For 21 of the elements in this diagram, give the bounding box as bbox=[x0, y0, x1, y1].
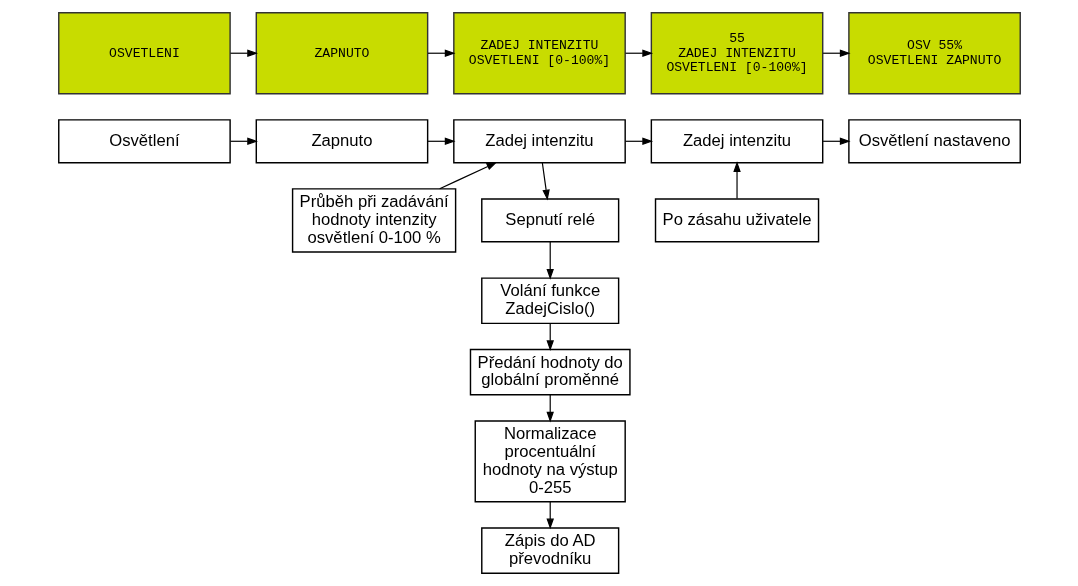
node-box: Průběh při zadávání hodnoty intenzity osvětlení 0-100 % bbox=[291, 188, 456, 253]
arrow bbox=[541, 162, 550, 201]
node-box: Osvětlení nastaveno bbox=[847, 119, 1021, 164]
node-box: Zapnuto bbox=[255, 119, 428, 164]
arrow bbox=[438, 162, 497, 190]
node-box: Zápis do AD převodníku bbox=[480, 527, 619, 574]
node-box: OSV 55% OSVETLENI ZAPNUTO bbox=[847, 12, 1021, 95]
node-box: Zadej intenzitu bbox=[452, 119, 626, 164]
node-box: ZAPNUTO bbox=[255, 12, 428, 95]
arrow bbox=[545, 241, 554, 280]
node-box: OSVETLENI bbox=[57, 12, 231, 95]
node-box: 55 ZADEJ INTENZITU OSVETLENI [0-100%] bbox=[650, 12, 823, 95]
node-box: Zadej intenzitu bbox=[650, 119, 823, 164]
node-box: Osvětlení bbox=[57, 119, 231, 164]
node-box: Po zásahu uživatele bbox=[654, 198, 819, 243]
arrow bbox=[732, 161, 741, 200]
node-box: Předání hodnoty do globální proměnné bbox=[469, 348, 631, 396]
node-box: Normalizace procentuální hodnoty na výstup 0-255 bbox=[474, 420, 626, 503]
node-box: Sepnutí relé bbox=[480, 198, 619, 243]
node-box: Volání funkce ZadejCislo() bbox=[480, 277, 619, 325]
node-box: ZADEJ INTENZITU OSVETLENI [0-100%] bbox=[452, 12, 626, 95]
